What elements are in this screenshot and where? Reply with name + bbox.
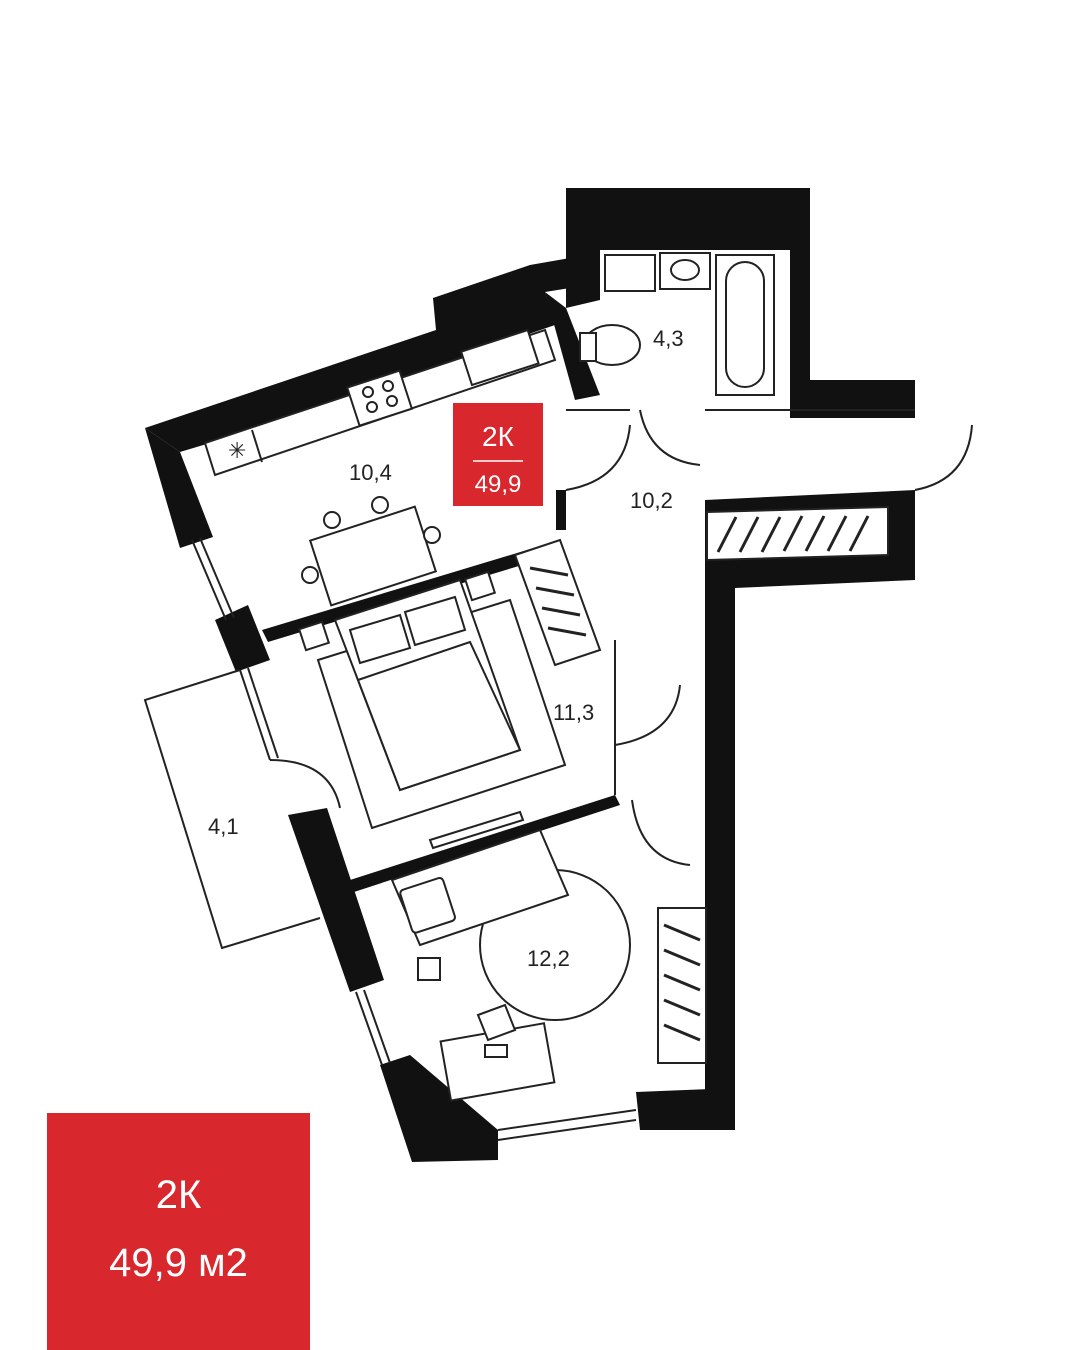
wardrobe-hangers xyxy=(529,515,870,1042)
sink xyxy=(459,328,540,387)
wall-partition-kitchen-bed xyxy=(262,540,565,642)
nightstand-left xyxy=(297,620,331,652)
room-area-hall: 10,2 xyxy=(630,488,673,513)
bedroom-furniture xyxy=(297,570,567,850)
nightstand-right xyxy=(463,570,497,602)
apartment-area: 49,9 м2 xyxy=(109,1241,248,1285)
plan-tag-bg xyxy=(453,403,543,506)
fridge-icon: ✳ xyxy=(228,439,246,464)
plan-tag-type: 2К xyxy=(482,421,515,452)
wall-room2-bottom-right xyxy=(636,1088,735,1130)
bathroom-fixtures xyxy=(579,252,775,396)
wardrobe-bedroom xyxy=(513,538,602,667)
wall-room2-left-lower xyxy=(380,1055,498,1162)
wall-partition-hall xyxy=(556,490,566,530)
wall-partition-bed-room2 xyxy=(350,795,620,892)
wall-bath-side xyxy=(545,292,600,400)
room-area-kitchen: 10,4 xyxy=(349,460,392,485)
wall-kitchen-top xyxy=(145,258,570,452)
wall-kitchen-left xyxy=(145,428,213,548)
room-area-bedroom: 11,3 xyxy=(553,700,594,725)
stove xyxy=(345,369,414,427)
blanket xyxy=(356,640,522,792)
sofa-cushion xyxy=(399,877,456,934)
plan-tag: 2К 49,9 xyxy=(453,403,543,506)
room2-furniture xyxy=(390,828,631,1102)
wall-bath-top xyxy=(566,188,915,418)
pillow-right xyxy=(403,595,467,647)
thin-lines xyxy=(143,409,973,1141)
room-area-bathroom: 4,3 xyxy=(653,326,684,351)
washing-machine xyxy=(604,254,656,292)
wardrobe-hall xyxy=(706,505,889,562)
room-area-room2: 12,2 xyxy=(527,946,570,971)
pillow-left xyxy=(348,613,412,665)
wall-corridor-right xyxy=(705,490,915,1120)
tv-stand xyxy=(428,810,525,850)
apartment-summary-card: 2К 49,9 м2 xyxy=(47,1113,310,1350)
plan-tag-area: 49,9 xyxy=(475,471,522,498)
desk-chair xyxy=(476,1003,517,1042)
side-table xyxy=(417,957,441,981)
wall-room2-left xyxy=(288,808,384,992)
room-area-balcony: 4,1 xyxy=(208,814,239,839)
wall-pier-left xyxy=(215,605,270,672)
kitchen-furniture xyxy=(203,328,557,607)
apartment-type: 2К xyxy=(155,1173,202,1217)
